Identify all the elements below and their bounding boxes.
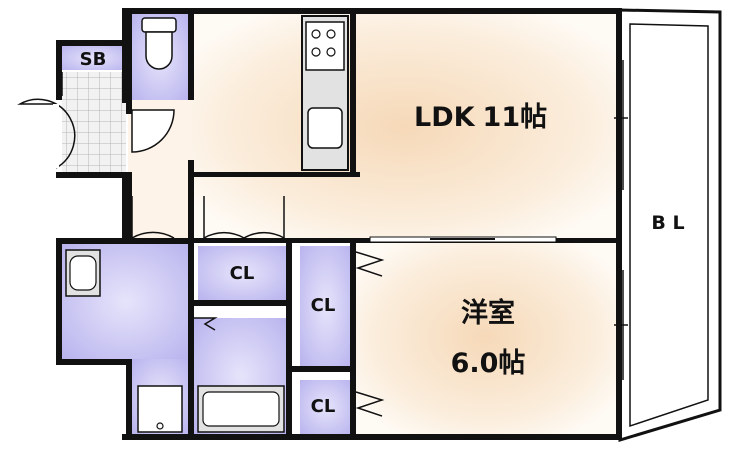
western-room-size: 6.0帖: [451, 348, 526, 379]
bathtub: [197, 385, 285, 433]
doors: [17, 72, 385, 417]
balcony-label: B L: [651, 212, 684, 234]
western-room-floor: [355, 240, 616, 434]
shoe-box-floor: [62, 46, 126, 70]
washbasin: [65, 249, 101, 297]
closet-1-label: CL: [230, 263, 255, 284]
closet-2-label: CL: [311, 295, 336, 316]
toilet-fixture: [141, 17, 177, 70]
windows: [614, 60, 628, 380]
shower-unit: [137, 385, 183, 433]
ldk-floor: [192, 14, 616, 240]
balcony-inner: [629, 23, 709, 428]
western-room-name: 洋室: [461, 297, 515, 329]
kitchen-counter: [301, 15, 349, 171]
closet-3-label: CL: [311, 396, 336, 417]
closet-3-floor: [300, 380, 352, 434]
closet-2-floor: [300, 246, 352, 366]
closet-1-floor: [198, 246, 286, 300]
shoe-box-label: SB: [80, 49, 107, 70]
